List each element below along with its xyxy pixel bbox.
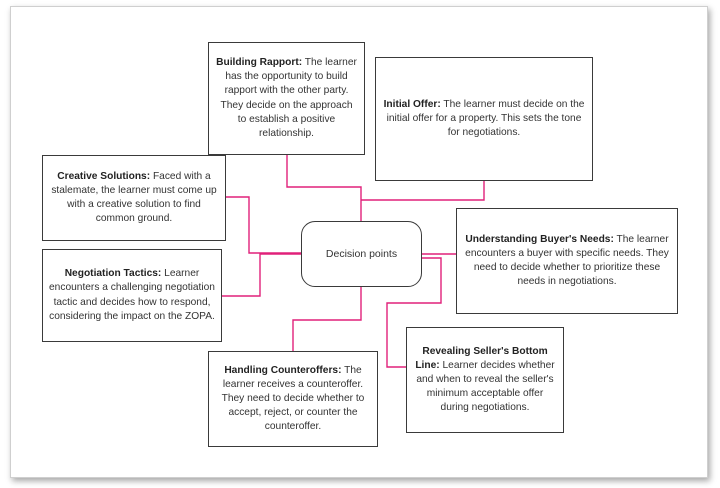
node-text: Learner decides whether and when to reve… [416,359,555,414]
connector-handling-counteroffers [292,287,362,351]
node-understanding-buyers-needs: Understanding Buyer's Needs: The learner… [456,208,678,314]
node-revealing-sellers-bottom-line: Revealing Seller's Bottom Line: Learner … [406,327,564,433]
connector-building-rapport [286,155,362,221]
node-text: The learner receives a counteroffer. The… [221,364,365,433]
node-title: Handling Counteroffers: [224,364,342,376]
node-title: Building Rapport: [216,57,303,69]
central-node-label: Decision points [325,248,398,260]
node-title: Creative Solutions: [57,170,151,182]
connector-creative-solutions [226,196,301,254]
node-title: Understanding Buyer's Needs: [465,233,614,245]
node-building-rapport: Building Rapport: The learner has the op… [208,42,365,155]
node-negotiation-tactics: Negotiation Tactics: Learner encounters … [42,249,222,342]
node-title: Negotiation Tactics: [64,268,162,280]
node-text: Faced with a stalemate, the learner must… [51,170,217,225]
node-text: The learner must decide on the initial o… [386,98,585,139]
connector-initial-offer [361,181,485,201]
node-title: Revealing Seller's Bottom Line: [415,345,548,371]
node-initial-offer: Initial Offer: The learner must decide o… [375,57,593,181]
connector-negotiation-tactics [222,253,301,297]
central-node: Decision points [301,221,422,287]
node-text: The learner encounters a buyer with spec… [465,233,669,288]
node-handling-counteroffers: Handling Counteroffers: The learner rece… [208,351,378,447]
node-text: The learner has the opportunity to build… [220,57,357,139]
node-creative-solutions: Creative Solutions: Faced with a stalema… [42,155,226,241]
node-text: Learner encounters a challenging negotia… [49,268,215,322]
connector-revealing-bottom-line [386,257,442,368]
node-title: Initial Offer: [383,98,441,110]
